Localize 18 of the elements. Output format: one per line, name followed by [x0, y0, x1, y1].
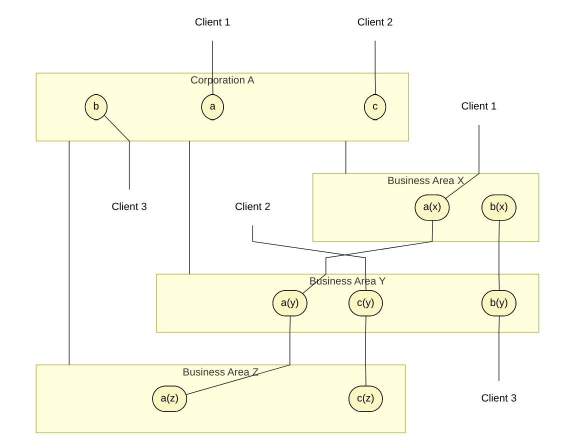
- connector: [302, 220, 433, 294]
- connector: [212, 40, 214, 95]
- connector: [104, 115, 130, 190]
- connector: [498, 316, 500, 382]
- connector: [68, 140, 70, 366]
- connector: [252, 224, 366, 292]
- node-text: Client 1: [461, 101, 497, 112]
- connector: [189, 140, 190, 274]
- node-text: Client 3: [481, 392, 517, 404]
- connector: [498, 220, 500, 292]
- connector: [186, 316, 291, 395]
- node-text: Client 3: [112, 202, 147, 213]
- connector: [365, 316, 366, 387]
- node-text: Client 2: [235, 202, 270, 213]
- node-text: Client 2: [357, 16, 393, 28]
- node-text: Client 1: [194, 16, 230, 28]
- connector: [445, 124, 480, 199]
- connector: [374, 40, 376, 95]
